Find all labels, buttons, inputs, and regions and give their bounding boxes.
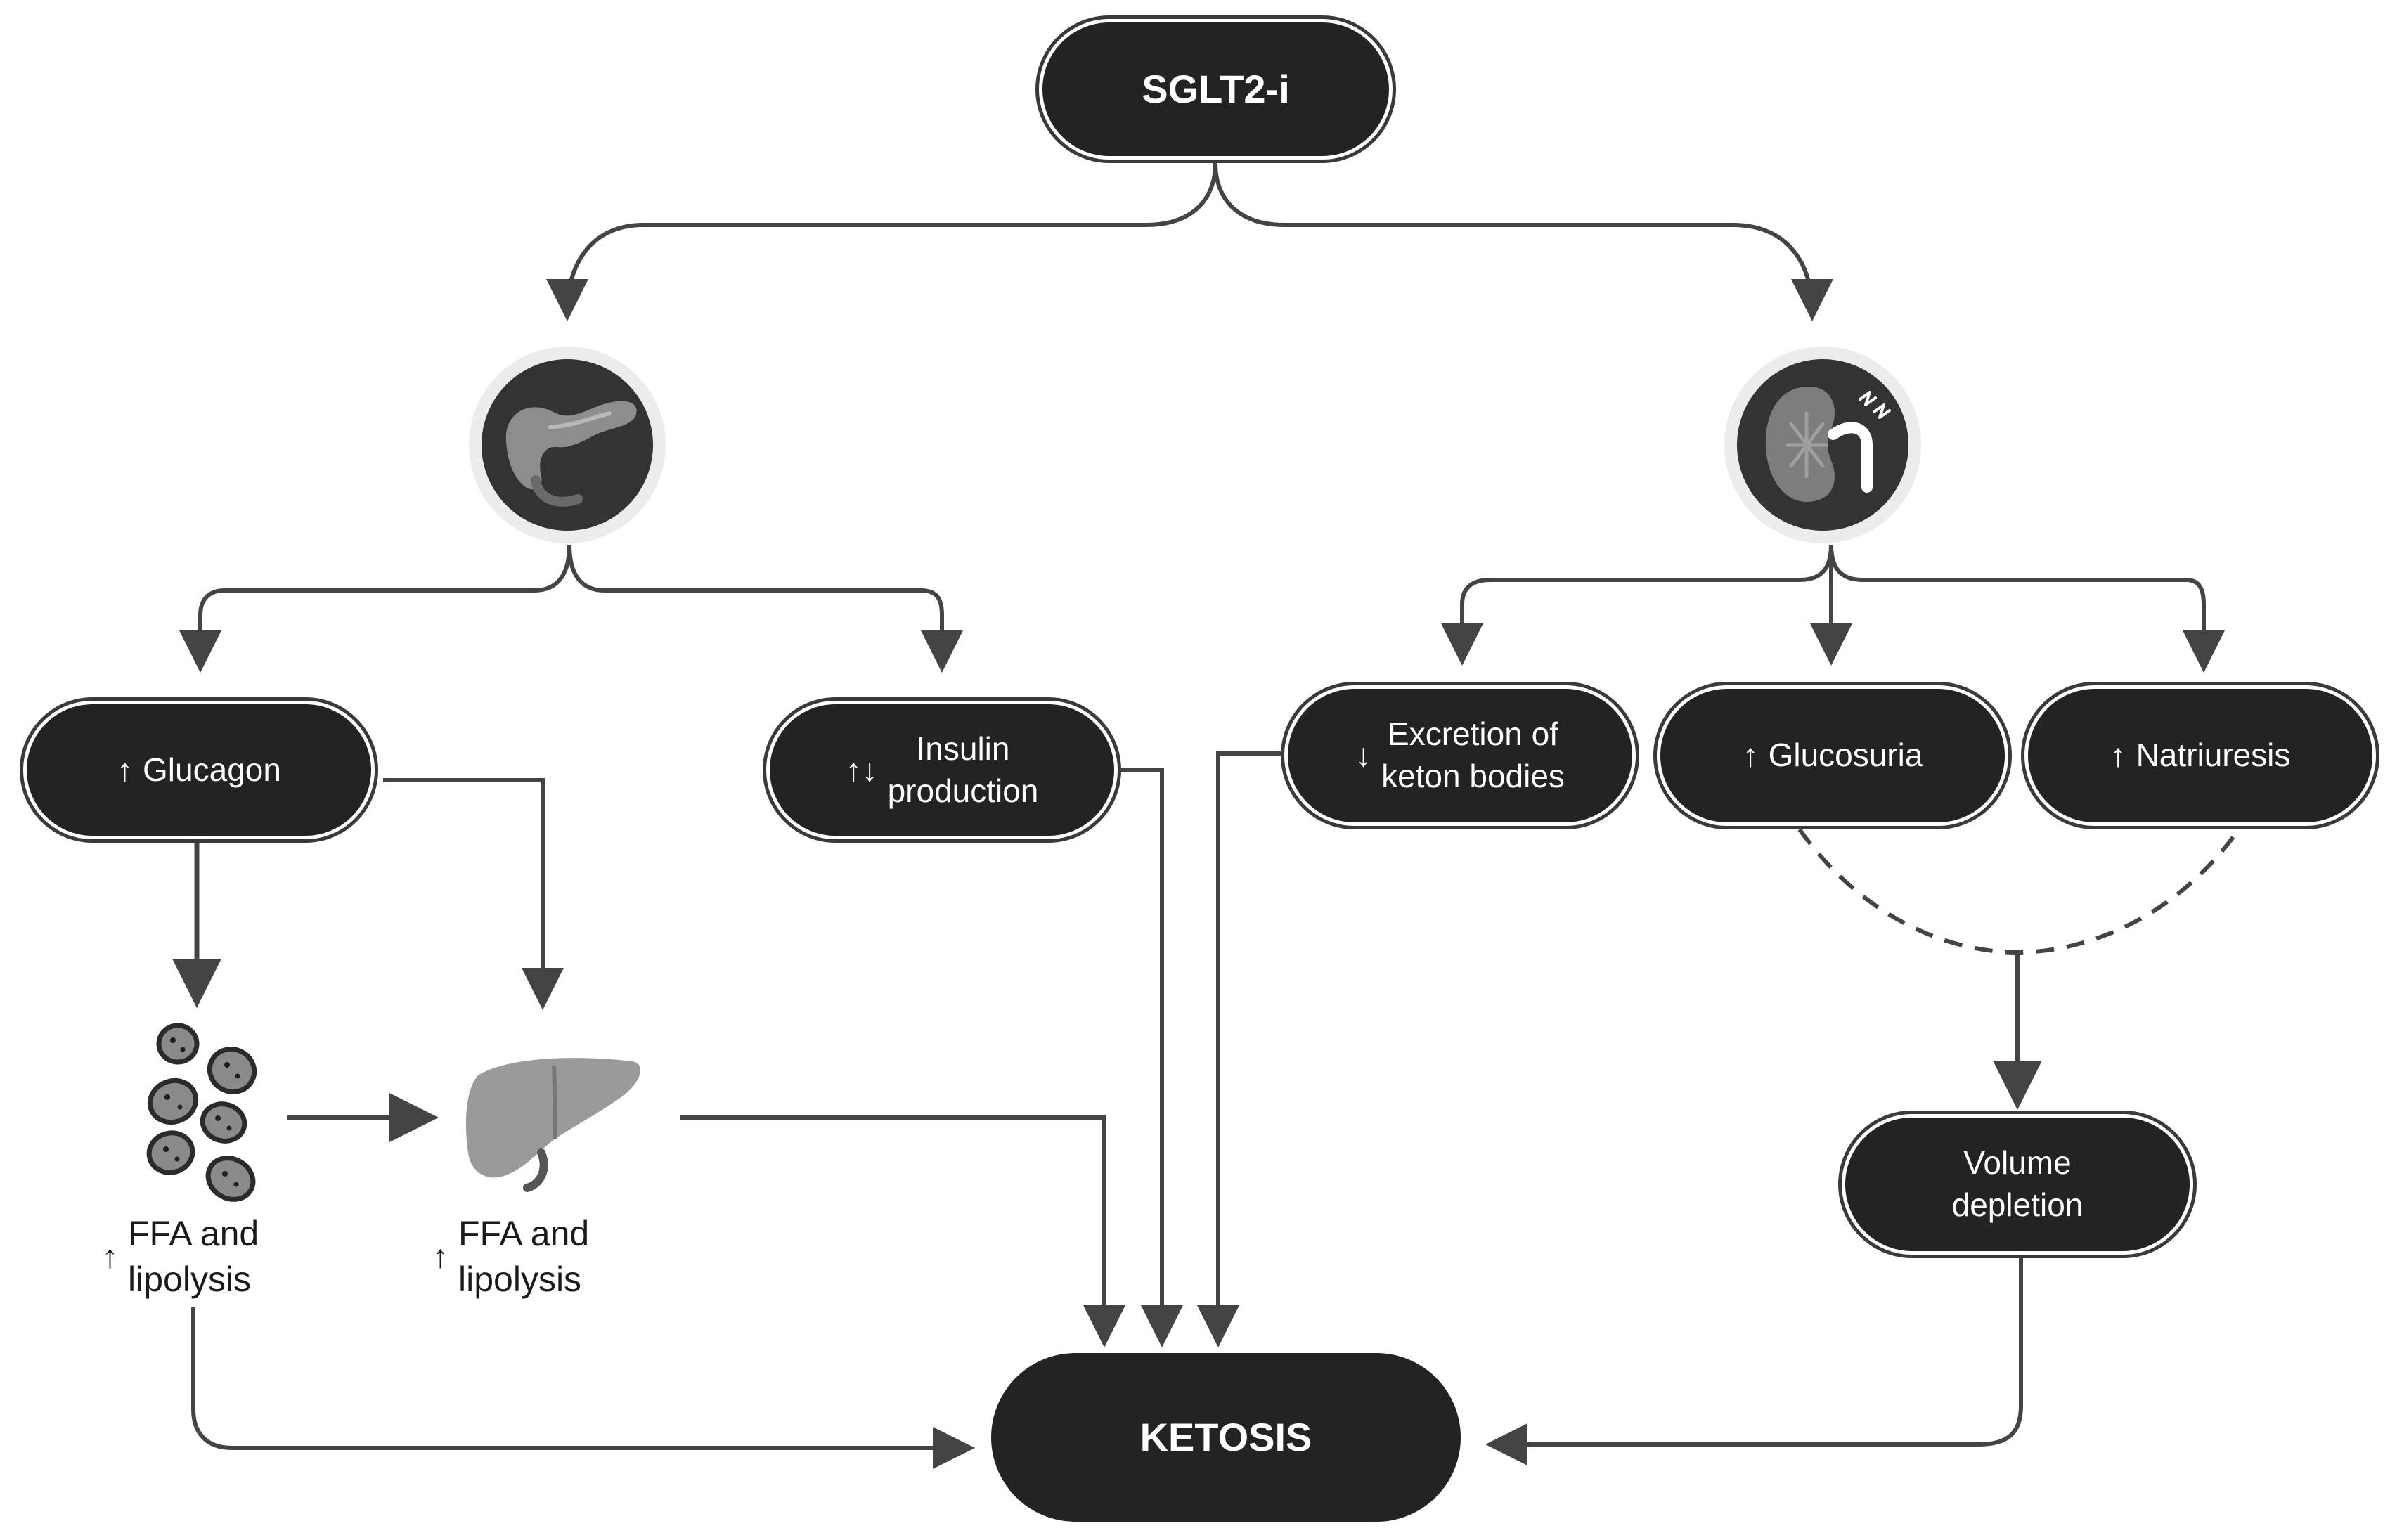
connector-kidney-to-natriuresis [1829, 544, 2225, 673]
pancreas-icon [469, 347, 666, 543]
sglt2i-node: SGLT2-i [1042, 22, 1389, 156]
natriuresis-label: Natriuresis [2136, 737, 2291, 774]
volume-node: Volume depletion [1845, 1118, 2190, 1251]
glucagon-label: Glucagon [143, 751, 281, 788]
connector-glucagon-to-liver [383, 778, 564, 1010]
connector-volume-to-ketosis [1485, 1258, 2023, 1465]
ketosis-node: KETOSIS [991, 1353, 1461, 1522]
ketosis-label: KETOSIS [1139, 1414, 1312, 1459]
up-arrow-icon: ↑ [1742, 737, 1759, 774]
volume-label: Volume depletion [1951, 1144, 2084, 1223]
connector-sglt2-to-pancreas [546, 162, 1217, 321]
connector-pancreas-to-insulin [567, 544, 963, 673]
adipose-label: FFA and lipolysis [128, 1214, 259, 1299]
up-arrow-icon: ↑ [2110, 737, 2126, 774]
connector-sglt2-to-kidney [1213, 162, 1833, 321]
adipose-caption: ↑ FFA and lipolysis [102, 1208, 313, 1306]
glucagon-node: ↑ Glucagon [27, 704, 371, 836]
liver-label: FFA and lipolysis [458, 1214, 590, 1299]
glucosuria-label: Glucosuria [1768, 737, 1923, 774]
insulin-node: ↑↓ Insulin production [770, 704, 1114, 836]
connector-dashed-convergence [1797, 828, 2241, 955]
connector-excretion-to-ketosis [1197, 751, 1281, 1347]
up-arrow-icon: ↑ [432, 1238, 448, 1275]
excretion-label: Excretion of keton bodies [1381, 716, 1565, 794]
sglt2i-label: SGLT2-i [1142, 66, 1290, 111]
connector-pancreas-to-glucagon [179, 544, 571, 673]
connector-kidney-to-excretion [1441, 544, 1833, 666]
connector-fat-to-ketosis [191, 1307, 975, 1469]
fat-cells-icon [146, 1023, 257, 1202]
excretion-node: ↓ Excretion of keton bodies [1288, 689, 1632, 822]
connector-liver-to-ketosis [680, 1115, 1125, 1347]
insulin-label: Insulin production [887, 730, 1039, 809]
up-arrow-icon: ↑ [117, 751, 134, 788]
up-down-arrows-icon: ↑↓ [845, 751, 878, 788]
liver-icon [465, 1058, 641, 1192]
connector-insulin-to-ketosis [1114, 768, 1183, 1347]
liver-caption: ↑ FFA and lipolysis [432, 1208, 643, 1306]
up-arrow-icon: ↑ [102, 1238, 118, 1275]
down-arrow-icon: ↓ [1355, 737, 1372, 774]
glucosuria-node: ↑ Glucosuria [1660, 689, 2005, 822]
natriuresis-node: ↑ Natriuresis [2028, 689, 2372, 822]
kidney-icon [1724, 347, 1921, 543]
